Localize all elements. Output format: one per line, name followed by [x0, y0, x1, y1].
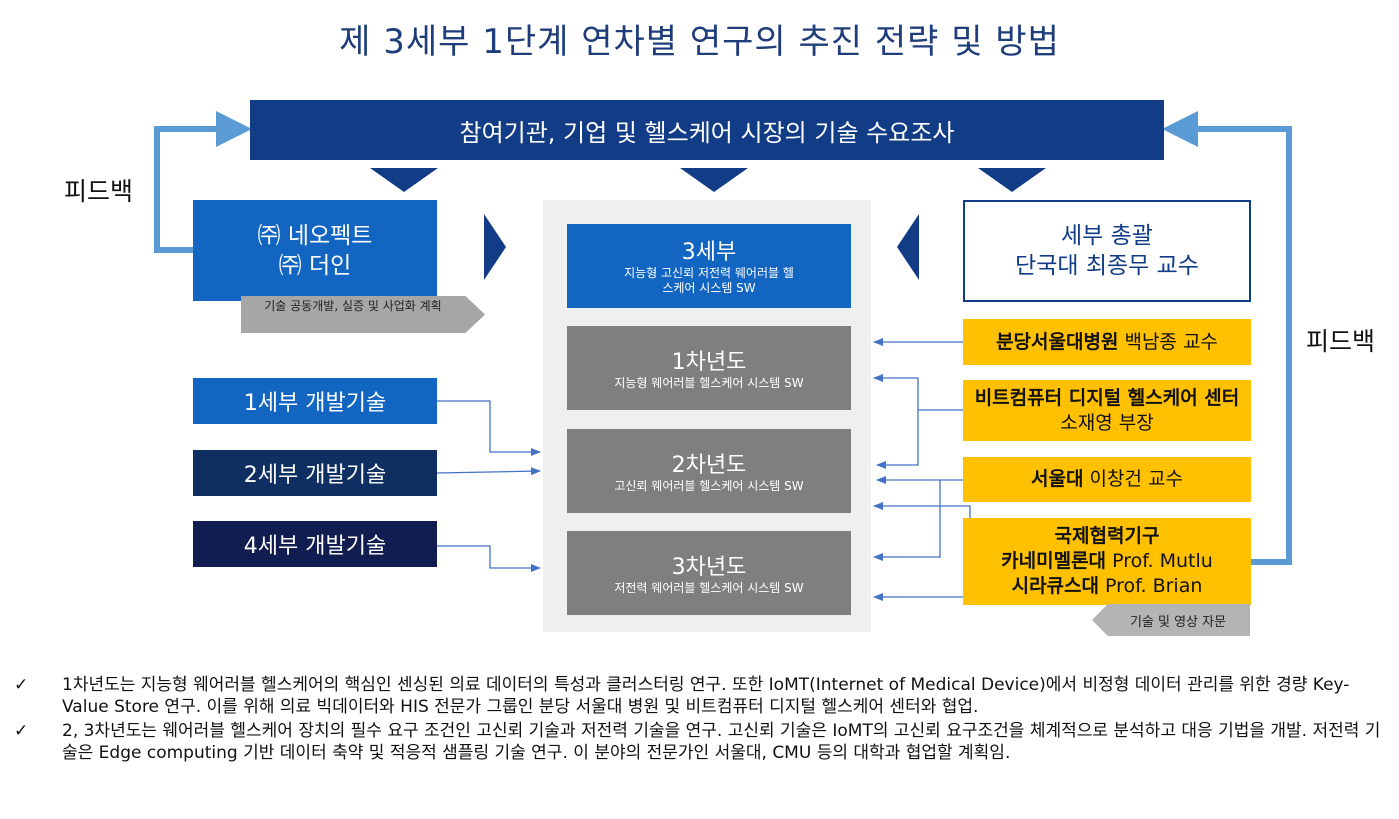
- right-pointer-arrow: [484, 214, 506, 280]
- year2-box: 2차년도 고신뢰 웨어러블 헬스케어 시스템 SW: [567, 429, 851, 513]
- intl-heading: 국제협력기구: [1054, 525, 1160, 547]
- feedback-loop-left: [154, 111, 252, 253]
- subproject3-title: 3세부: [681, 240, 737, 265]
- notes-list: ✓ 1차년도는 지능형 웨어러블 헬스케어의 핵심인 센싱된 의료 데이터의 특…: [14, 674, 1389, 766]
- link-dev4: [437, 545, 541, 572]
- page-title: 제 3세부 1단계 연차별 연구의 추진 전략 및 방법: [339, 22, 1060, 62]
- note-item: ✓ 2, 3차년도는 웨어러블 헬스케어 장치의 필수 요구 조건인 고신뢰 기…: [14, 720, 1389, 764]
- feedback-label-right: 피드백: [1306, 327, 1376, 356]
- partner-company-box: ㈜ 네오펙트 ㈜ 더인: [193, 200, 437, 301]
- subproject3-subtitle: 지능형 고신뢰 저전력 웨어러블 헬스케어 시스템 SW: [624, 266, 794, 295]
- collaborator-snu-org: 서울대: [1031, 468, 1084, 490]
- lead-role: 세부 총괄: [1061, 223, 1153, 249]
- collaborator-bundang-org: 분당서울대병원: [996, 330, 1119, 353]
- lead-university: 단국대: [1015, 253, 1079, 279]
- partner-company-1: ㈜ 네오펙트: [257, 222, 373, 249]
- link-snu-y3: [873, 480, 941, 561]
- intl-syracuse-person: Prof. Brian: [1099, 575, 1203, 597]
- note-text: 2, 3차년도는 웨어러블 헬스케어 장치의 필수 요구 조건인 고신뢰 기술과…: [62, 721, 1381, 763]
- international-partners-box: 국제협력기구 카네미멜론대 Prof. Mutlu 시라큐스대 Prof. Br…: [963, 518, 1251, 605]
- year3-box: 3차년도 저전력 웨어러블 헬스케어 시스템 SW: [567, 531, 851, 615]
- collaborator-bundang-person: 백남종 교수: [1118, 330, 1218, 353]
- check-icon: ✓: [14, 721, 29, 741]
- collaborator-snu: 서울대 이창건 교수: [963, 457, 1251, 502]
- intl-note-arrow: 기술 및 영상 자문: [1092, 604, 1250, 636]
- year1-box: 1차년도 지능형 웨어러블 헬스케어 시스템 SW: [567, 326, 851, 410]
- year3-subtitle: 저전력 웨어러블 헬스케어 시스템 SW: [614, 581, 804, 595]
- note-item: ✓ 1차년도는 지능형 웨어러블 헬스케어의 핵심인 센싱된 의료 데이터의 특…: [14, 674, 1389, 718]
- feedback-loop-right: [1162, 111, 1292, 565]
- link-intl-y2: [873, 502, 971, 596]
- intl-cmu-person: Prof. Mutlu: [1106, 550, 1213, 572]
- partner-company-2: ㈜ 더인: [278, 252, 352, 279]
- intl-cmu: 카네미멜론대: [1001, 550, 1107, 572]
- dev-tech-2: 2세부 개발기술: [193, 450, 437, 496]
- year3-title: 3차년도: [671, 555, 747, 580]
- down-arrow-center: [680, 168, 748, 192]
- check-icon: ✓: [14, 675, 29, 695]
- collaborator-bundang: 분당서울대병원 백남종 교수: [963, 319, 1251, 365]
- note-text: 1차년도는 지능형 웨어러블 헬스케어의 핵심인 센싱된 의료 데이터의 특성과…: [62, 675, 1350, 717]
- partner-note-arrow: 기술 공동개발, 실증 및 사업화 계획: [241, 296, 485, 333]
- link-bit-y1: [873, 374, 963, 411]
- collaborator-snu-person: 이창건 교수: [1083, 468, 1183, 490]
- dev-tech-4: 4세부 개발기술: [193, 521, 437, 567]
- year2-title: 2차년도: [671, 453, 747, 478]
- down-arrow-right: [978, 168, 1046, 192]
- link-dev2: [436, 467, 541, 476]
- lead-professor-box: 세부 총괄 단국대 최종무 교수: [963, 200, 1251, 302]
- collaborator-bitcomputer-org: 비트컴퓨터 디지털 헬스케어 센터: [974, 386, 1240, 409]
- left-pointer-arrow: [897, 214, 919, 280]
- link-bit-y2: [876, 410, 919, 469]
- feedback-label-left: 피드백: [64, 177, 134, 206]
- year2-subtitle: 고신뢰 웨어러블 헬스케어 시스템 SW: [614, 479, 804, 493]
- collaborator-bitcomputer-person: 소재영 부장: [1060, 411, 1154, 434]
- year1-title: 1차년도: [671, 350, 747, 375]
- year1-subtitle: 지능형 웨어러블 헬스케어 시스템 SW: [614, 376, 804, 390]
- subproject3-box: 3세부 지능형 고신뢰 저전력 웨어러블 헬스케어 시스템 SW: [567, 224, 851, 308]
- intl-syracuse: 시라큐스대: [1011, 575, 1099, 597]
- demand-survey-banner: 참여기관, 기업 및 헬스케어 시장의 기술 수요조사: [250, 100, 1164, 160]
- lead-name: 최종무 교수: [1078, 253, 1199, 279]
- collaborator-bitcomputer: 비트컴퓨터 디지털 헬스케어 센터 소재영 부장: [963, 380, 1251, 441]
- dev-tech-1: 1세부 개발기술: [193, 378, 437, 424]
- down-arrow-left: [370, 168, 438, 192]
- link-dev1: [437, 400, 541, 456]
